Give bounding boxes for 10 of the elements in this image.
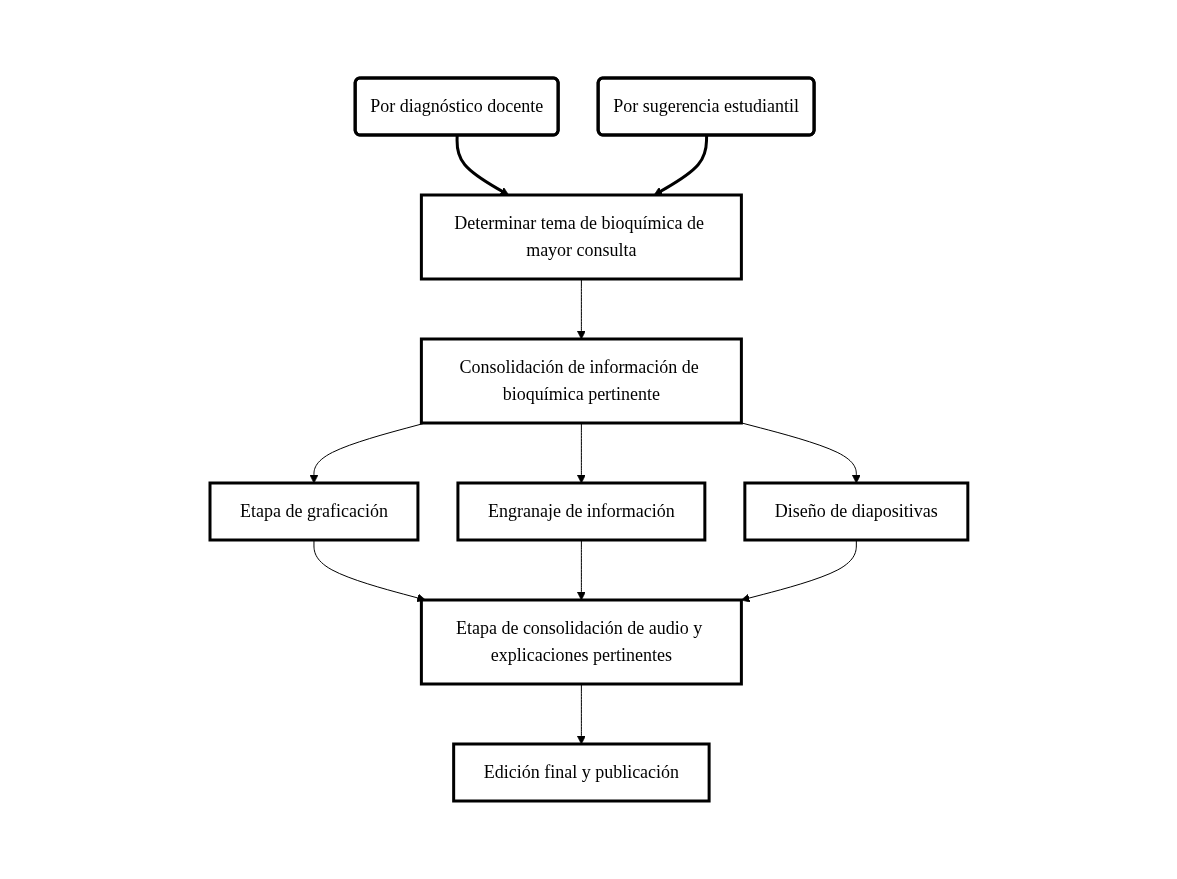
node-box: Diseño de diapositivas xyxy=(742,481,969,542)
node-box: Etapa de graficación xyxy=(208,481,419,542)
arrow xyxy=(455,135,509,196)
node-box: Etapa de consolidación de audio y explicaciones pertinentes xyxy=(419,598,743,686)
node-box: Determinar tema de bioquímica de mayor consulta xyxy=(419,193,743,281)
node-box: Edición final y publicación xyxy=(451,742,711,803)
arrow xyxy=(653,135,708,196)
arrow xyxy=(740,422,861,484)
node-box: Consolidación de información de bioquímica pertinente xyxy=(419,337,743,425)
node-box: Engranaje de información xyxy=(456,481,706,542)
